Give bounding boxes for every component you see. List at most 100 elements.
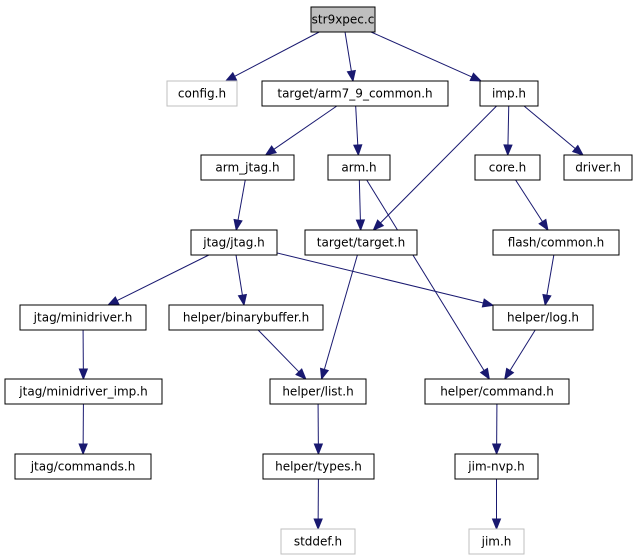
edge-command-to-jimnvp (491, 403, 502, 456)
node-log[interactable]: helper/log.h (492, 304, 594, 331)
node-binarybuffer[interactable]: helper/binarybuffer.h (168, 304, 324, 331)
arrowhead-icon (491, 443, 502, 456)
edge-line (370, 31, 473, 78)
arrowhead-icon (78, 368, 89, 381)
edge-line (323, 254, 358, 370)
node-core[interactable]: core.h (474, 154, 541, 181)
edge-jimnvp-to-jim (491, 479, 502, 531)
node-types[interactable]: helper/types.h (262, 453, 375, 480)
node-box (492, 304, 594, 331)
edge-arm-to-command (366, 179, 491, 381)
edge-line (235, 254, 243, 296)
node-label: target/target.h (317, 236, 405, 250)
nodes-layer: str9xpec.c config.h target/arm7_9_common.h… (4, 6, 633, 555)
node-minidriver[interactable]: jtag/minidriver.h (19, 304, 147, 331)
node-box (304, 229, 418, 256)
node-minidriver_imp[interactable]: jtag/minidriver_imp.h (4, 378, 163, 405)
edge-line (273, 105, 338, 150)
node-driver[interactable]: driver.h (563, 154, 633, 181)
node-box (310, 6, 376, 33)
arrowhead-icon (237, 293, 248, 307)
node-arm[interactable]: arm.h (327, 154, 391, 181)
edge-line (344, 31, 352, 72)
node-label: jtag/commands.h (30, 460, 136, 474)
node-target[interactable]: target/target.h (304, 229, 418, 256)
arrowhead-icon (479, 367, 491, 381)
edge-line (380, 105, 497, 224)
node-label: stddef.h (294, 535, 342, 549)
edge-jtag-to-minidriver (106, 254, 210, 306)
arrowhead-icon (538, 218, 549, 232)
node-jim: jim.h (468, 528, 525, 555)
arrowhead-icon (469, 72, 483, 82)
node-label: jtag/minidriver_imp.h (18, 385, 147, 399)
edge-str9xpec-to-imp (370, 31, 483, 82)
node-label: jim-nvp.h (467, 460, 524, 474)
node-label: arm.h (341, 161, 376, 175)
node-box (280, 528, 356, 555)
edge-str9xpec-to-arm7_9 (344, 31, 356, 83)
node-flash_common[interactable]: flash/common.h (492, 229, 620, 256)
node-str9xpec[interactable]: str9xpec.c (310, 6, 376, 33)
node-commands[interactable]: jtag/commands.h (14, 453, 152, 480)
arrowhead-icon (481, 298, 495, 308)
edge-line (276, 252, 484, 304)
node-label: imp.h (492, 87, 526, 101)
node-label: str9xpec.c (312, 13, 375, 27)
node-label: target/arm7_9_common.h (277, 87, 432, 101)
node-arm7_9[interactable]: target/arm7_9_common.h (261, 80, 449, 107)
node-label: arm_jtag.h (215, 161, 279, 175)
node-box (468, 528, 525, 555)
node-jimnvp[interactable]: jim-nvp.h (454, 453, 539, 480)
node-label: helper/list.h (282, 385, 353, 399)
edge-line (507, 105, 510, 146)
node-box (492, 229, 620, 256)
arrowhead-icon (106, 296, 120, 306)
edge-line (515, 179, 543, 222)
node-label: config.h (178, 87, 226, 101)
node-label: helper/binarybuffer.h (183, 311, 309, 325)
arrowhead-icon (346, 69, 356, 83)
node-box (563, 154, 633, 181)
edge-jtag-to-binarybuffer (235, 254, 248, 307)
edge-arm-to-target (355, 179, 366, 232)
arrowhead-icon (542, 293, 552, 307)
edge-log-to-command (504, 329, 536, 381)
arrowhead-icon (571, 144, 585, 156)
node-box (200, 154, 295, 181)
node-box (327, 154, 391, 181)
arrowhead-icon (355, 219, 366, 232)
node-label: driver.h (575, 161, 621, 175)
edge-line (366, 179, 485, 371)
edge-imp-to-target (372, 105, 497, 231)
arrowhead-icon (504, 367, 515, 381)
edge-binarybuffer-to-list (257, 329, 307, 380)
arrowhead-icon (313, 518, 323, 531)
node-arm_jtag[interactable]: arm_jtag.h (200, 154, 295, 181)
arrowhead-icon (319, 367, 330, 381)
node-box (190, 229, 278, 256)
edge-arm_jtag-to-jtag (233, 179, 246, 232)
node-jtag[interactable]: jtag/jtag.h (190, 229, 278, 256)
arrowhead-icon (224, 71, 238, 82)
edge-line (237, 179, 246, 221)
node-box (474, 154, 541, 181)
node-box (261, 80, 449, 107)
node-label: helper/command.h (440, 385, 554, 399)
node-list[interactable]: helper/list.h (269, 378, 367, 405)
edge-line (234, 31, 320, 77)
edge-minidriver_imp-to-commands (78, 403, 88, 456)
edge-line (116, 254, 210, 301)
node-label: jtag/jtag.h (202, 236, 264, 250)
arrowhead-icon (233, 218, 243, 232)
node-imp[interactable]: imp.h (479, 80, 539, 107)
edge-str9xpec-to-config (224, 31, 320, 82)
node-label: jtag/minidriver.h (33, 311, 133, 325)
node-command[interactable]: helper/command.h (424, 378, 570, 405)
arrowhead-icon (264, 145, 277, 156)
edge-minidriver-to-minidriver_imp (78, 329, 89, 381)
edge-target-to-list (319, 254, 358, 381)
arrowhead-icon (295, 368, 307, 380)
edge-imp-to-driver (523, 105, 585, 156)
